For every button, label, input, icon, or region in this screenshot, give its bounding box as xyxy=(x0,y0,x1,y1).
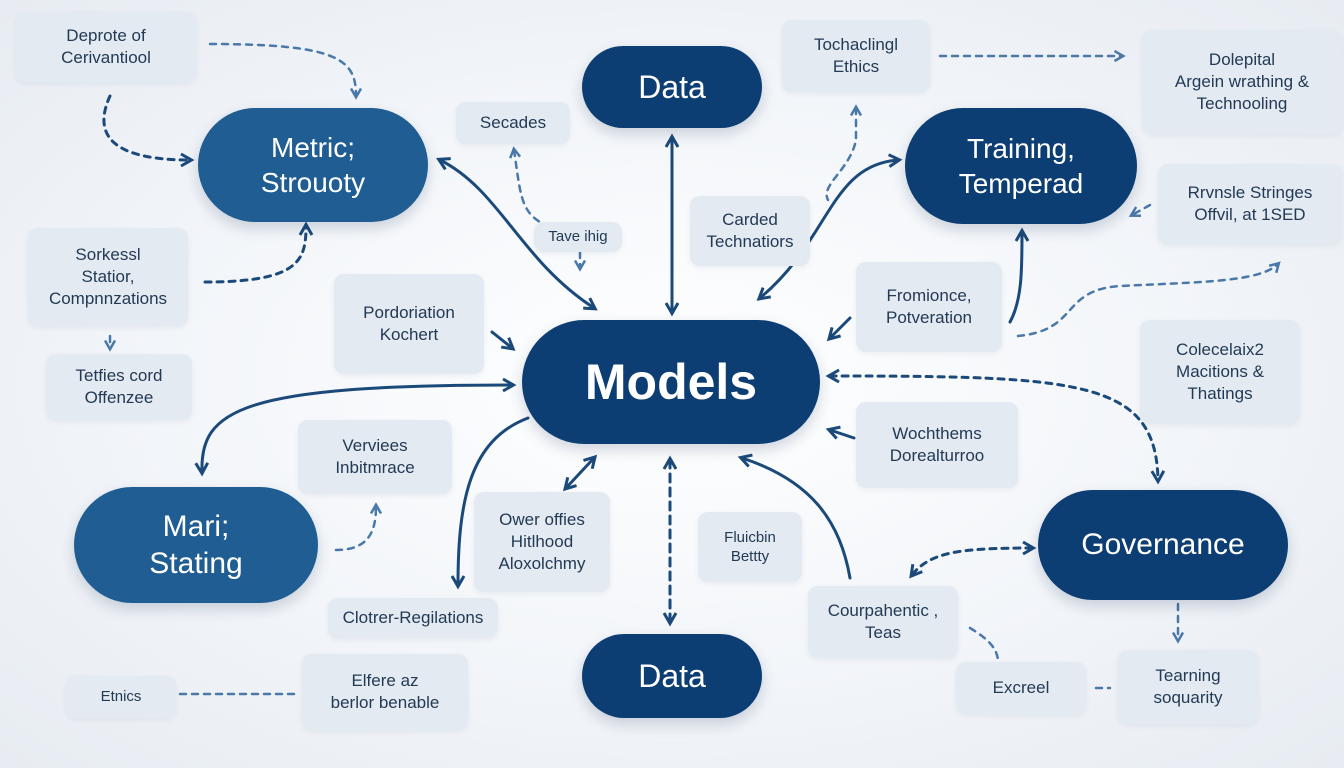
box-fromionce: Fromionce, Potveration xyxy=(856,262,1002,352)
connector-secades-tave xyxy=(509,146,542,224)
connector-left-metric xyxy=(102,94,195,168)
connector-wochthems-models xyxy=(825,425,856,440)
connector-carded-data xyxy=(825,104,863,202)
box-tetfies: Tetfies cord Offenzee xyxy=(46,354,192,420)
node-models: Models xyxy=(522,320,820,444)
box-fluicbin: Fluicbin Bettty xyxy=(698,512,802,582)
node-mari: Mari; Stating xyxy=(74,487,318,603)
connector-fromionce-training xyxy=(1008,227,1030,324)
connector-models-ower xyxy=(562,454,598,492)
box-clotrer: Clotrer-Regilations xyxy=(328,598,498,638)
box-wochthems: Wochthems Dorealturroo xyxy=(856,402,1018,488)
box-colecelaix: Colecelaix2 Macitions & Thatings xyxy=(1140,320,1300,424)
connector-metric-models xyxy=(435,157,598,311)
box-rrvnsle: Rrvnsle Stringes Offvil, at 1SED xyxy=(1158,164,1342,244)
connector-rrvnsle-training xyxy=(1128,203,1152,217)
connector-training-models xyxy=(756,153,903,301)
connector-excreel-courpahentic xyxy=(968,626,1000,664)
connector-models-clotrer xyxy=(450,416,530,590)
connector-verviees-mari xyxy=(334,502,383,552)
box-secades: Secades xyxy=(456,102,570,144)
node-governance: Governance xyxy=(1038,490,1288,600)
connector-fromionce-rrvnsle xyxy=(1016,261,1281,338)
box-tave-ihig: Tave ihig xyxy=(534,222,622,252)
connector-mari-models xyxy=(194,377,517,477)
box-elfere: Elfere az berlor benable xyxy=(302,654,468,730)
box-ethics: Etnics xyxy=(66,676,176,718)
connector-governance-courpahentic xyxy=(909,540,1037,579)
node-data-bottom: Data xyxy=(582,634,762,718)
box-sorkess: Sorkessl Statior, Compnnzations xyxy=(28,228,188,326)
connector-deprote-metric xyxy=(208,42,363,100)
node-training: Training, Temperad xyxy=(905,108,1137,224)
connector-courpahentic-models xyxy=(737,453,852,580)
connector-models-governance xyxy=(825,368,1166,485)
connector-sorkess-metric xyxy=(203,221,314,284)
connector-pordoriation-models xyxy=(490,330,516,351)
node-data-top: Data xyxy=(582,46,762,128)
box-courpahentic: Courpahentic , Teas xyxy=(808,586,958,658)
box-dolepital: Dolepital Argein wrathing & Technooling xyxy=(1142,30,1342,134)
box-verviees: Verviees Inbitmrace xyxy=(298,420,452,494)
box-pordoriation: Pordoriation Kochert xyxy=(334,274,484,374)
node-metric: Metric; Strouoty xyxy=(198,108,428,222)
box-deprote: Deprote of Cerivantiool xyxy=(16,12,196,82)
connector-fromionce-models xyxy=(826,316,852,342)
box-carded: Carded Technatiors xyxy=(690,196,810,266)
box-tochacling: Tochaclingl Ethics xyxy=(782,20,930,92)
box-ower-offies: Ower offies Hitlhood Aloxolchmy xyxy=(474,492,610,592)
box-tearning: Tearning soquarity xyxy=(1118,650,1258,724)
box-excreel: Excreel xyxy=(956,662,1086,714)
